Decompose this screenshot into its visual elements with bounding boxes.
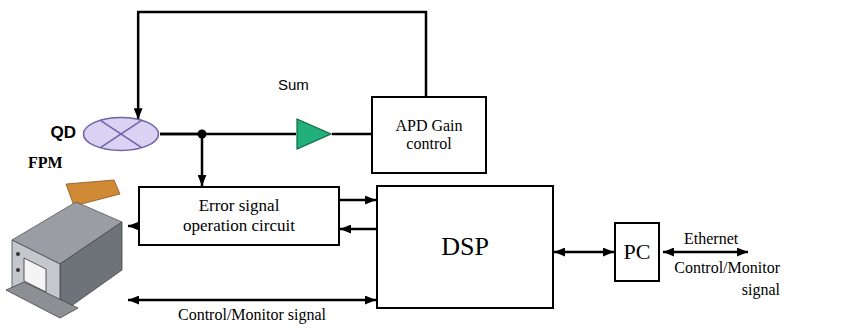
detector-ellipse-outline (82, 116, 160, 152)
device-picture-outline (2, 178, 128, 326)
connector (332, 133, 371, 136)
sum-amplifier-outline (296, 118, 332, 150)
connector (160, 134, 202, 186)
device-picture: FPM (2, 178, 128, 326)
connector (340, 228, 376, 231)
sum-amplifier: Sum (296, 118, 332, 150)
signal-label: Ethernet (684, 228, 738, 250)
junction-dot (198, 130, 207, 139)
part-label: FPM (28, 154, 63, 172)
connector (128, 225, 138, 228)
signal-label: Control/Monitor signal (178, 306, 326, 324)
processor-box: DSP (376, 185, 554, 309)
signal-label: Control/Monitor signal (658, 257, 780, 301)
process-box: Error signal operation circuit (138, 186, 340, 246)
part-label: Sum (278, 76, 309, 93)
box-label: APD Gain control (379, 117, 479, 154)
detector-ellipse: QD (82, 116, 160, 152)
connector (340, 199, 376, 202)
box-label: DSP (441, 232, 489, 262)
computer-box: PC (614, 222, 660, 282)
box-label: PC (624, 239, 651, 264)
ethernet-arrow (663, 251, 748, 254)
connector (128, 299, 376, 302)
part-label: QD (51, 123, 77, 143)
box-label: Error signal operation circuit (169, 196, 309, 235)
connector (554, 251, 614, 254)
process-box: APD Gain control (371, 96, 487, 174)
